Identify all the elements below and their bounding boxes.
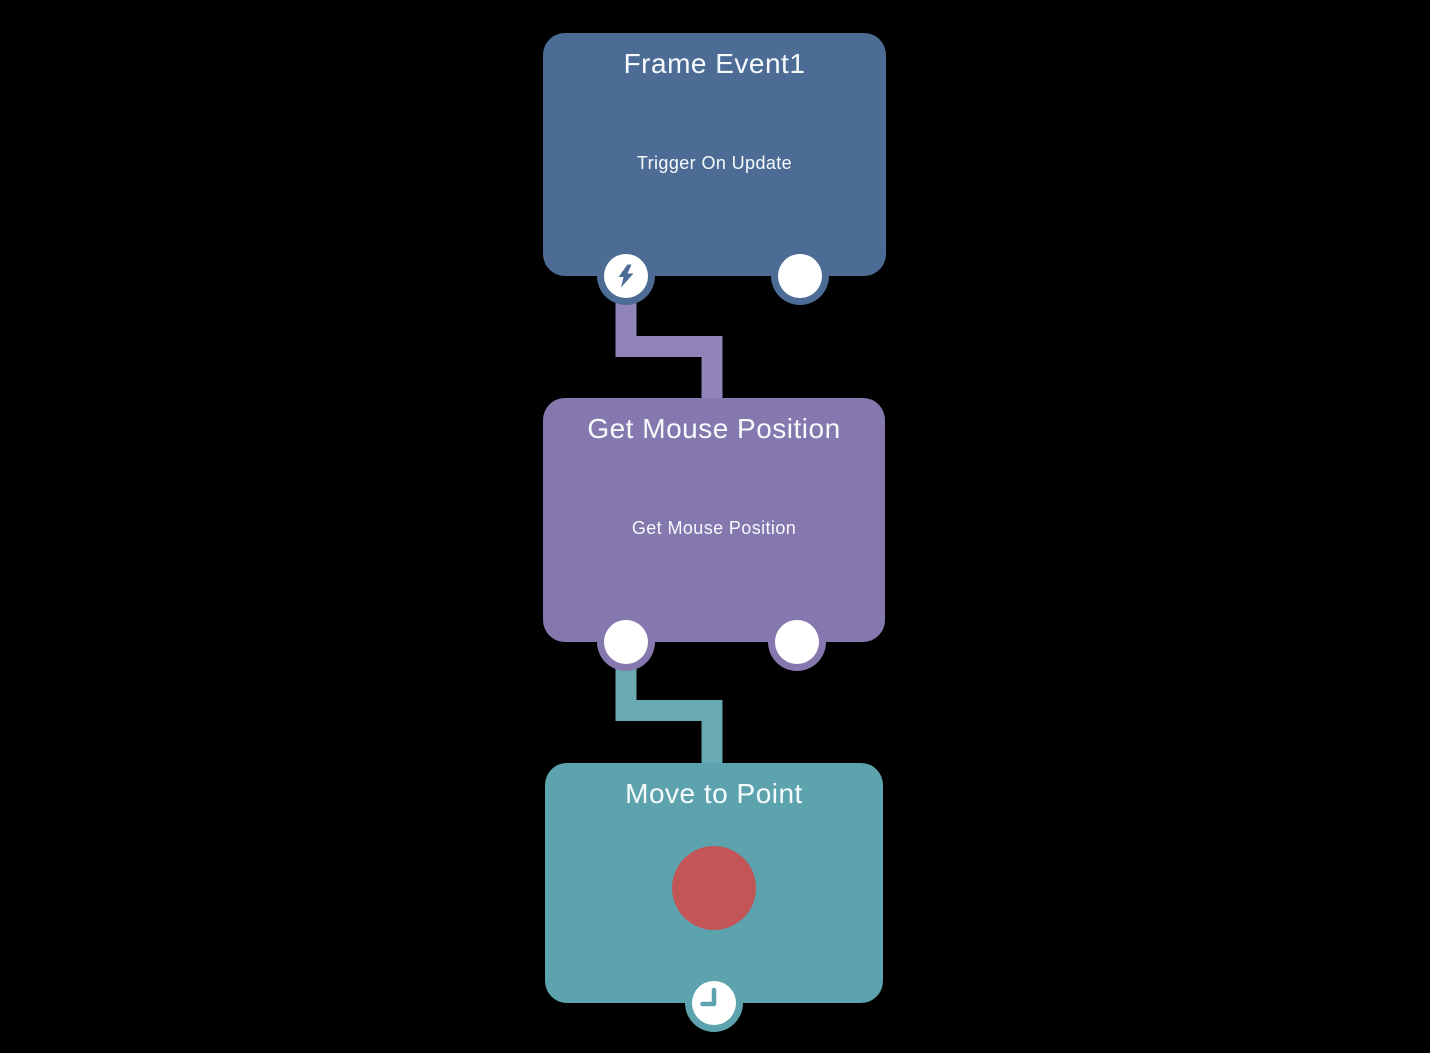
target-point-indicator[interactable] [672,846,756,930]
node-subtitle: Get Mouse Position [631,518,797,538]
node-get-mouse-position[interactable]: Get Mouse Position Get Mouse Position [543,398,885,671]
lightning-bolt-icon [618,264,634,288]
node-subtitle: Trigger On Update [636,153,793,173]
node-frame-event[interactable]: Frame Event1 Trigger On Update [543,33,886,305]
node-move-to-point[interactable]: Move to Point [545,763,883,1032]
node-title: Move to Point [625,778,803,809]
port-disc [775,620,819,664]
port-disc [604,620,648,664]
node-title: Get Mouse Position [587,413,841,444]
clock-icon [700,987,717,1007]
wire-get-mouse-position-to-move-to-point[interactable] [615,642,723,770]
port-disc [778,254,822,298]
node-title: Frame Event1 [623,48,806,79]
wire-frame-event-to-get-mouse-position[interactable] [615,276,723,406]
